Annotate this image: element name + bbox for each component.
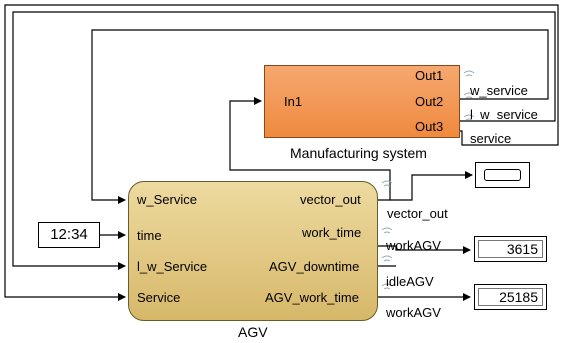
agv-block[interactable] (128, 181, 378, 321)
signal-work-agv-label: workAGV (386, 238, 441, 253)
line-vector-out-scope[interactable] (390, 171, 473, 201)
mfg-out2-port: Out2 (415, 94, 444, 109)
constant-block[interactable]: 12:34 (38, 222, 100, 248)
signal-work-agv-2-label: workAGV (386, 305, 441, 320)
scope-icon[interactable] (475, 162, 530, 188)
mfg-out3-port: Out3 (415, 119, 444, 134)
agv-in-service-port: Service (137, 290, 181, 305)
signal-idle-agv-label: idleAGV (386, 274, 434, 289)
signal-service-label: service (470, 131, 512, 146)
agv-in-l-w-service-port: l_w_Service (137, 259, 208, 274)
signal-badges (381, 70, 475, 290)
agv-out-work-time-port: work_time (302, 225, 362, 240)
mfg-block-title: Manufacturing system (290, 145, 427, 161)
line-l-w-service[interactable] (12, 11, 556, 270)
signal-vector-out-label: vector_out (387, 206, 448, 221)
scope-screen (484, 169, 521, 181)
agv-in-time-port: time (137, 228, 162, 243)
manufacturing-system-block[interactable] (264, 65, 460, 138)
agv-in-w-service-port: w_Service (137, 192, 197, 207)
agv-out-downtime-port: AGV_downtime (269, 259, 360, 274)
line-vector-out-feedback[interactable] (229, 97, 391, 201)
line-w-service[interactable] (91, 29, 549, 204)
display-work-time-value: 3615 (478, 240, 543, 258)
agv-out-vector-out-port: vector_out (300, 192, 361, 207)
signal-w-service-label: w_service (470, 83, 528, 98)
signal-l-w-service-label: l_w_service (470, 107, 538, 122)
line-work-time[interactable] (378, 245, 471, 254)
line-service[interactable] (4, 4, 559, 301)
agv-block-title: AGV (238, 324, 268, 340)
display-work-time[interactable]: 3615 (474, 236, 547, 262)
display-agv-work-time-value: 25185 (478, 288, 543, 306)
display-agv-work-time[interactable]: 25185 (474, 284, 547, 310)
agv-out-work-time-total-port: AGV_work_time (265, 290, 359, 305)
mfg-out1-port: Out1 (415, 68, 444, 83)
mfg-in1-port: In1 (284, 94, 303, 109)
